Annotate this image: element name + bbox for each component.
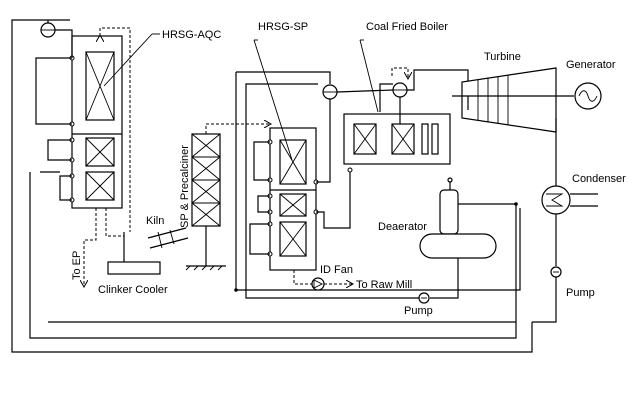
generator: [574, 82, 602, 110]
hrsg-aqc-label: HRSG-AQC: [162, 29, 221, 41]
outer-pipe-loops: [11, 19, 533, 353]
to-ep-label: To EP: [71, 251, 83, 280]
coal-fired-boiler: [322, 39, 469, 173]
pump-1-label: Pump: [404, 305, 433, 317]
kiln-label: Kiln: [146, 215, 164, 227]
to-raw-mill-label: To Raw Mill: [356, 279, 412, 291]
hrsg-sp: [235, 39, 521, 291]
deaerator-label: Deaerator: [378, 221, 427, 233]
coal-fired-boiler-label: Coal Fried Boiler: [366, 21, 448, 33]
sp-precalciner-label: SP & Precalciner: [179, 145, 191, 228]
pump-2-label: Pump: [566, 287, 595, 299]
hrsg-aqc: [35, 19, 160, 286]
generator-label: Generator: [566, 59, 616, 71]
clinker-cooler-label: Clinker Cooler: [98, 284, 168, 296]
id-fan-label: ID Fan: [320, 264, 353, 276]
clinker-cooler: [107, 232, 161, 275]
hrsg-sp-label: HRSG-SP: [258, 21, 308, 33]
kiln: [147, 227, 189, 249]
id-fan: [311, 277, 352, 291]
condenser: [532, 185, 598, 323]
turbine-label: Turbine: [484, 51, 521, 63]
condenser-label: Condenser: [572, 173, 626, 185]
turbine: [452, 67, 574, 186]
sp-precalciner: [185, 124, 270, 271]
